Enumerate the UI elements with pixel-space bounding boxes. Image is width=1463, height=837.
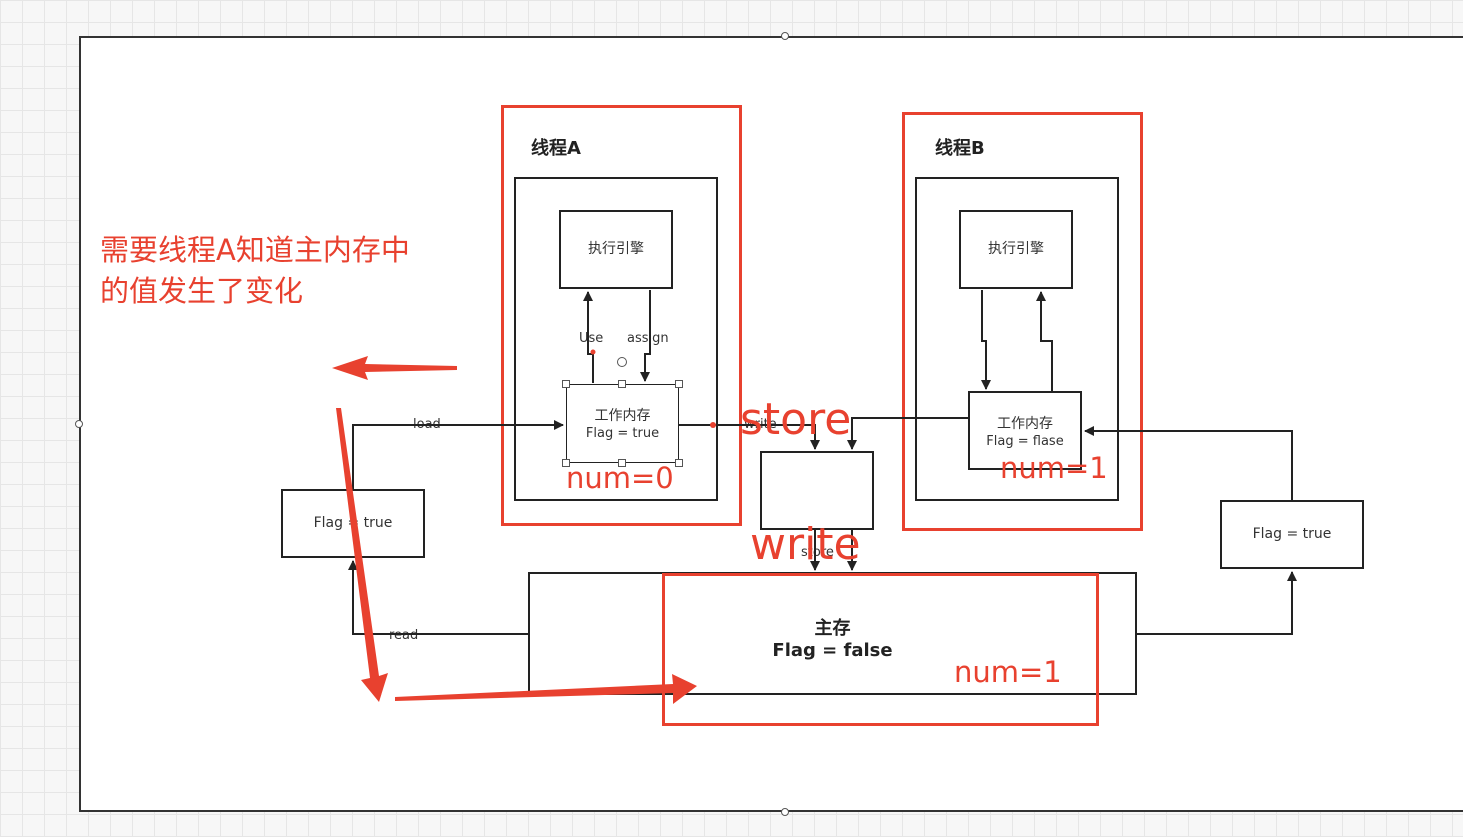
right-flag-box[interactable]: Flag = true <box>1220 500 1364 569</box>
red-left-arrow <box>332 356 457 380</box>
assign-label: assign <box>626 331 670 346</box>
thread-b-out-arrow <box>847 417 968 450</box>
thread-b-highlight[interactable] <box>902 112 1143 531</box>
selection-handle[interactable] <box>618 380 626 388</box>
main-memory-flag: Flag = false <box>772 640 893 661</box>
use-arrow <box>583 291 594 383</box>
selection-handle[interactable] <box>675 459 683 467</box>
thread-a-num-annotation: num=0 <box>566 461 674 495</box>
selection-handle[interactable] <box>562 459 570 467</box>
connection-point <box>710 422 716 428</box>
write-annotation: write <box>750 519 861 570</box>
main-memory-highlight[interactable] <box>662 573 1099 726</box>
read-label: read <box>388 628 420 643</box>
red-down-stroke <box>336 408 388 702</box>
assign-arrow <box>640 290 651 382</box>
thread-b-engine-box[interactable]: 执行引擎 <box>959 210 1073 289</box>
use-label: Use <box>578 331 605 346</box>
store-annotation: store <box>740 394 852 445</box>
store-small-label: store <box>800 545 835 560</box>
note-line-1: 需要线程A知道主内存中 <box>100 233 410 267</box>
frame-resize-handle-left[interactable] <box>75 420 83 428</box>
rotate-handle[interactable] <box>617 357 627 367</box>
connection-point <box>590 349 596 355</box>
thread-a-engine-label: 执行引擎 <box>588 241 644 257</box>
thread-a-workmem-box[interactable]: 工作内存 Flag = true <box>566 384 679 463</box>
thread-a-highlight[interactable] <box>501 105 742 526</box>
right-flag-label: Flag = true <box>1252 526 1332 542</box>
thread-b-workmem-box[interactable]: 工作内存 Flag = flase <box>968 391 1082 470</box>
thread-a-workmem-flag: Flag = true <box>585 426 660 441</box>
note-line-2: 的值发生了变化 <box>100 274 304 308</box>
selection-handle[interactable] <box>562 380 570 388</box>
frame-resize-handle-top[interactable] <box>781 32 789 40</box>
selection-handle[interactable] <box>675 380 683 388</box>
red-right-arrow <box>395 674 697 704</box>
thread-b-engine-down-arrow <box>981 290 991 390</box>
transfer-box[interactable] <box>760 451 874 530</box>
thread-b-title: 线程B <box>935 138 985 159</box>
right-flag-to-thread-b-arrow <box>1084 426 1293 500</box>
thread-a-title: 线程A <box>531 138 581 159</box>
main-memory-title: 主存 <box>814 618 851 639</box>
thread-a-workmem-title: 工作内存 <box>594 408 651 424</box>
main-memory-num-annotation: num=1 <box>954 655 1062 689</box>
read-arrow <box>348 560 528 635</box>
thread-b-num-annotation: num=1 <box>1000 451 1108 485</box>
main-to-right-flag-arrow <box>1137 571 1297 635</box>
selection-handle[interactable] <box>618 459 626 467</box>
thread-b-engine-label: 执行引擎 <box>988 241 1044 257</box>
frame-resize-handle-bottom[interactable] <box>781 808 789 816</box>
write-arrow <box>679 424 820 450</box>
thread-a-engine-box[interactable]: 执行引擎 <box>559 210 673 289</box>
thread-b-workmem-title: 工作内存 <box>997 416 1053 432</box>
note-annotation: 需要线程A知道主内存中 的值发生了变化 <box>100 230 410 312</box>
main-memory-box[interactable]: 主存 Flag = false <box>528 572 1137 695</box>
load-arrow <box>352 420 564 489</box>
thread-b-workmem-flag: Flag = flase <box>986 434 1064 449</box>
thread-b-engine-up-arrow <box>1036 291 1053 391</box>
